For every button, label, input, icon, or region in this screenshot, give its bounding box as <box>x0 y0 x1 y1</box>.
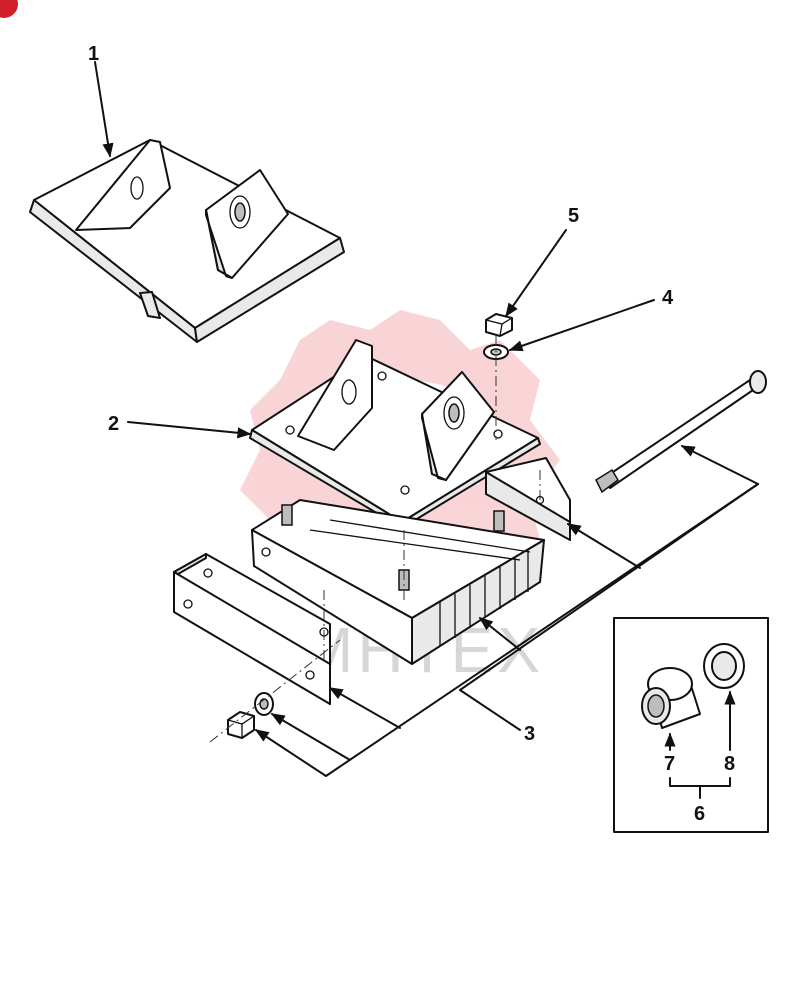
callout-5: 5 <box>568 205 579 227</box>
leader-lines <box>94 61 759 777</box>
bottom-washer <box>254 692 274 716</box>
callout-4: 4 <box>662 287 674 309</box>
left-angle-bracket <box>173 553 331 705</box>
callout-2: 2 <box>108 413 119 435</box>
callout-8: 8 <box>724 753 735 775</box>
part-7-bushing <box>641 667 701 729</box>
inset-detail-box <box>613 617 769 833</box>
callout-1: 1 <box>88 43 99 65</box>
callout-3: 3 <box>524 723 535 745</box>
part-1-mounting-bracket <box>29 139 345 343</box>
callout-6: 6 <box>694 803 705 825</box>
right-angle-bracket <box>485 457 571 541</box>
long-through-bolt <box>595 370 767 494</box>
red-corner-badge-icon <box>0 0 18 18</box>
bottom-nut <box>227 711 255 739</box>
part-5-top-nut <box>485 313 513 337</box>
part-3-resilient-pad-stack <box>251 499 545 665</box>
center-lines <box>209 336 541 743</box>
callout-7: 7 <box>664 753 675 775</box>
part-8-ring <box>703 643 745 689</box>
